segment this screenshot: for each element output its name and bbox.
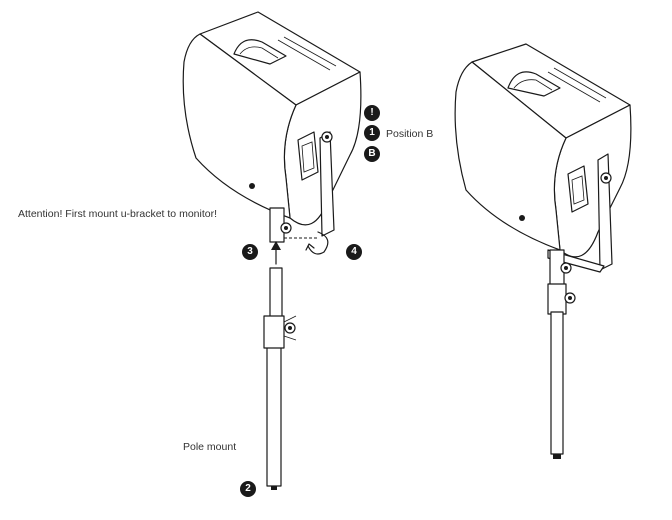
insert-arrow — [271, 241, 281, 265]
left-pole — [263, 267, 297, 490]
step-two-badge: 2 — [240, 481, 256, 497]
step-three-badge: 3 — [242, 244, 258, 260]
left-speaker — [182, 11, 362, 255]
right-pole — [547, 249, 576, 459]
warning-badge: ! — [364, 105, 380, 121]
position-b-badge: B — [364, 146, 380, 162]
step-one-badge: 1 — [364, 125, 380, 141]
attention-label: Attention! First mount u-bracket to moni… — [18, 208, 217, 220]
right-speaker — [454, 43, 632, 273]
step-four-badge: 4 — [346, 244, 362, 260]
pole-mount-label: Pole mount — [183, 441, 237, 453]
position-b-label: Position B — [386, 128, 434, 140]
